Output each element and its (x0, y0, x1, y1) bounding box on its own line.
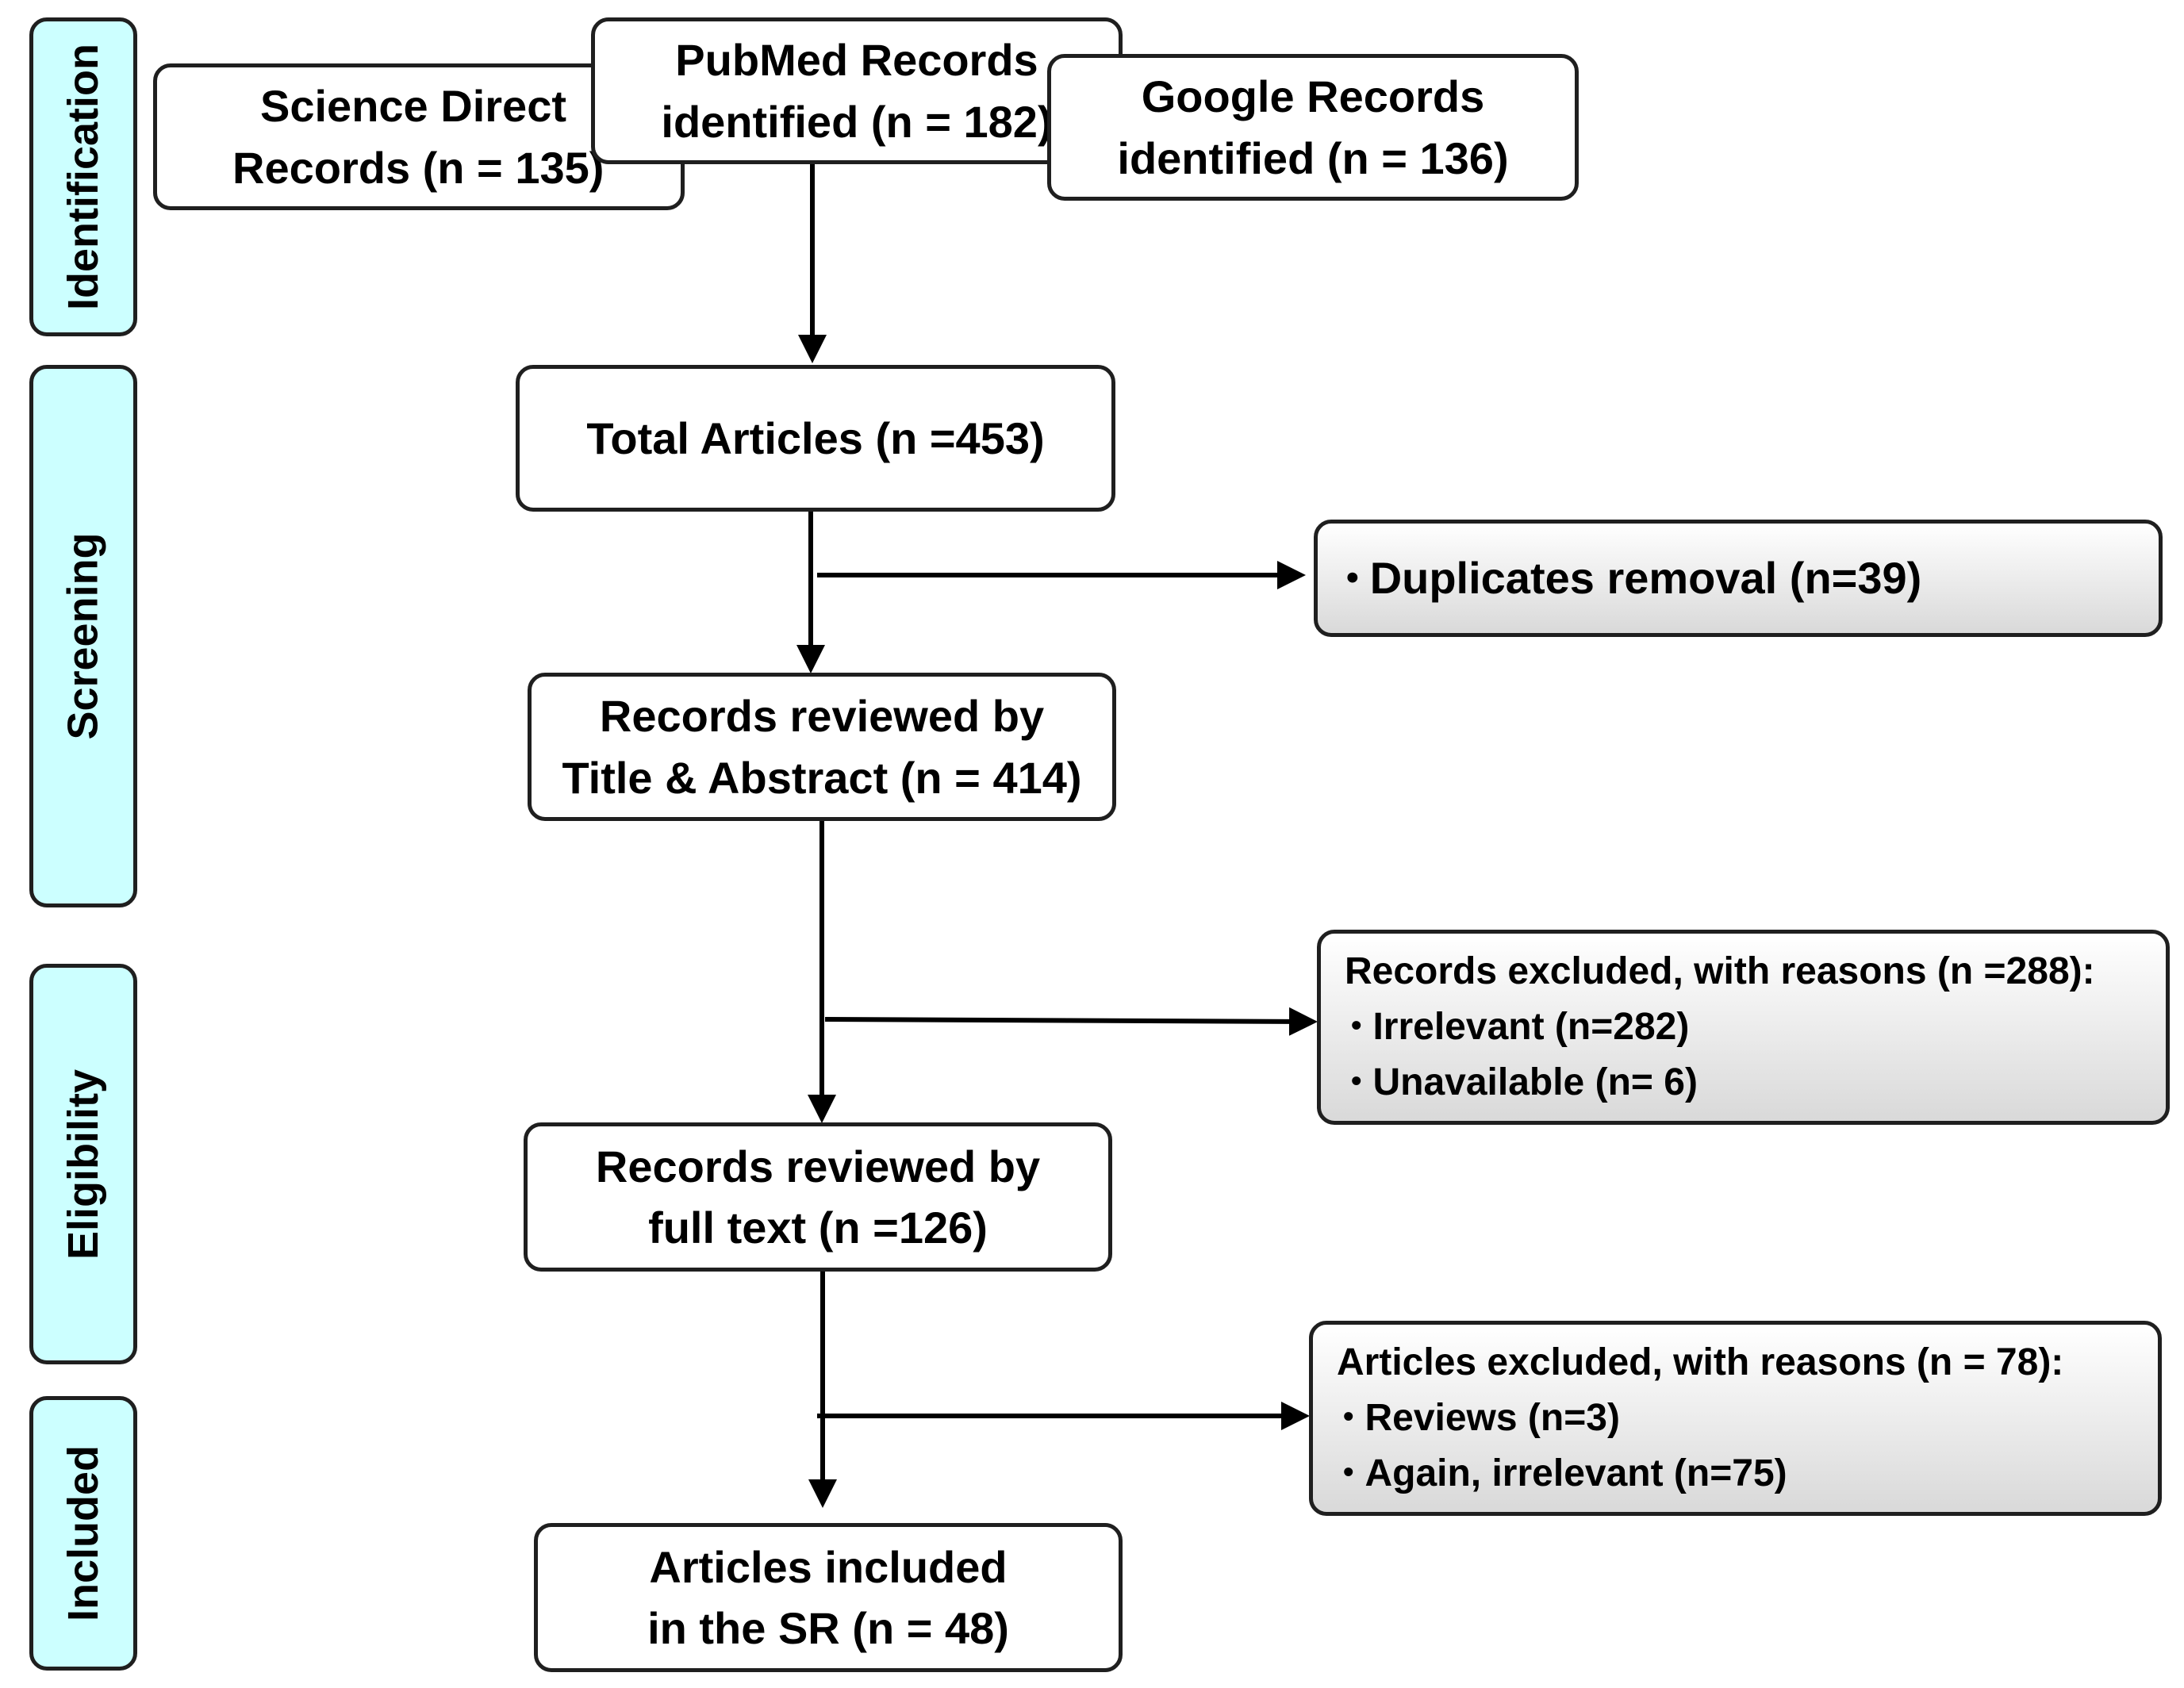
phase-eligibility: Eligibility (29, 964, 137, 1364)
articles-excluded-item-reviews: • Reviews (n=3) (1343, 1391, 2158, 1446)
phase-included: Included (29, 1396, 137, 1671)
bullet-icon: • (1346, 557, 1359, 597)
bullet-icon: • (1351, 1064, 1362, 1099)
duplicates-label: Duplicates removal (n=39) (1369, 553, 1922, 604)
included-box: Articles included in the SR (n = 48) (534, 1523, 1123, 1672)
pubmed-line-2: identified (n = 182) (661, 96, 1053, 147)
phase-included-label: Included (59, 1444, 108, 1622)
title-abstract-box: Records reviewed by Title & Abstract (n … (528, 673, 1116, 821)
science-direct-line-2: Records (n = 135) (232, 142, 605, 193)
arrow-to-records-excluded (824, 1007, 1318, 1036)
google-line-2: identified (n = 136) (1117, 132, 1509, 183)
records-excluded-item-unavailable: • Unavailable (n= 6) (1351, 1055, 2166, 1111)
included-line-2: in the SR (n = 48) (647, 1603, 1009, 1653)
phase-identification: Identification (29, 17, 137, 336)
full-text-box: Records reviewed by full text (n =126) (524, 1122, 1112, 1272)
title-abstract-line-1: Records reviewed by (599, 691, 1045, 742)
records-excluded-heading: Records excluded, with reasons (n =288): (1345, 950, 2095, 992)
phase-screening: Screening (29, 365, 137, 907)
articles-excluded-reviews-label: Reviews (n=3) (1365, 1396, 1620, 1439)
bullet-icon: • (1343, 1455, 1354, 1490)
articles-excluded-irrelevant-label: Again, irrelevant (n=75) (1365, 1452, 1787, 1495)
records-excluded-box: Records excluded, with reasons (n =288):… (1317, 930, 2170, 1125)
articles-excluded-heading: Articles excluded, with reasons (n = 78)… (1337, 1341, 2064, 1383)
total-articles-box: Total Articles (n =453) (516, 365, 1115, 512)
full-text-line-2: full text (n =126) (648, 1203, 988, 1253)
included-line-1: Articles included (649, 1541, 1008, 1592)
science-direct-line-1: Science Direct (260, 81, 566, 132)
phase-screening-label: Screening (59, 532, 107, 740)
pubmed-box: PubMed Records identified (n = 182) (591, 17, 1123, 164)
duplicates-box: •Duplicates removal (n=39) (1314, 520, 2163, 637)
duplicates-item: •Duplicates removal (n=39) (1346, 546, 2159, 611)
articles-excluded-item-irrelevant: • Again, irrelevant (n=75) (1343, 1446, 2158, 1502)
science-direct-box: Science Direct Records (n = 135) (153, 63, 685, 210)
total-articles-label: Total Articles (n =453) (586, 412, 1045, 463)
records-excluded-irrelevant-label: Irrelevant (n=282) (1372, 1005, 1690, 1048)
bullet-icon: • (1351, 1008, 1362, 1043)
phase-identification-label: Identification (59, 44, 107, 310)
google-box: Google Records identified (n = 136) (1047, 54, 1579, 201)
articles-excluded-box: Articles excluded, with reasons (n = 78)… (1309, 1321, 2162, 1516)
records-excluded-unavailable-label: Unavailable (n= 6) (1372, 1061, 1698, 1104)
google-line-1: Google Records (1141, 71, 1485, 122)
records-excluded-item-irrelevant: • Irrelevant (n=282) (1351, 999, 2166, 1055)
full-text-line-1: Records reviewed by (595, 1141, 1041, 1191)
pubmed-line-1: PubMed Records (675, 35, 1038, 86)
phase-eligibility-label: Eligibility (59, 1068, 107, 1260)
title-abstract-line-2: Title & Abstract (n = 414) (562, 752, 1082, 803)
bullet-icon: • (1343, 1399, 1354, 1434)
